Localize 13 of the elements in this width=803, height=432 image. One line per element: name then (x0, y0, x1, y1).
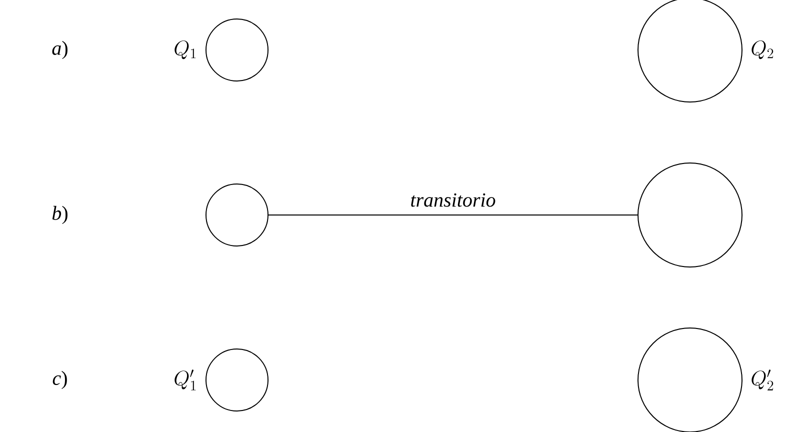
node-label: $Q_1$ (174, 40, 196, 60)
circle (206, 184, 268, 246)
circle (638, 162, 742, 268)
circle (206, 348, 268, 412)
edge-label: transitorio (408, 191, 498, 209)
circle (206, 18, 268, 82)
row-label: b) (52, 206, 68, 224)
node-label: $Q'_1$ (174, 370, 196, 390)
connector-line (268, 214, 638, 216)
row-label: a) (52, 40, 68, 60)
node-label: $Q'_2$ (752, 370, 774, 390)
row-label: c) (52, 370, 67, 390)
node-label: $Q_2$ (752, 40, 774, 60)
